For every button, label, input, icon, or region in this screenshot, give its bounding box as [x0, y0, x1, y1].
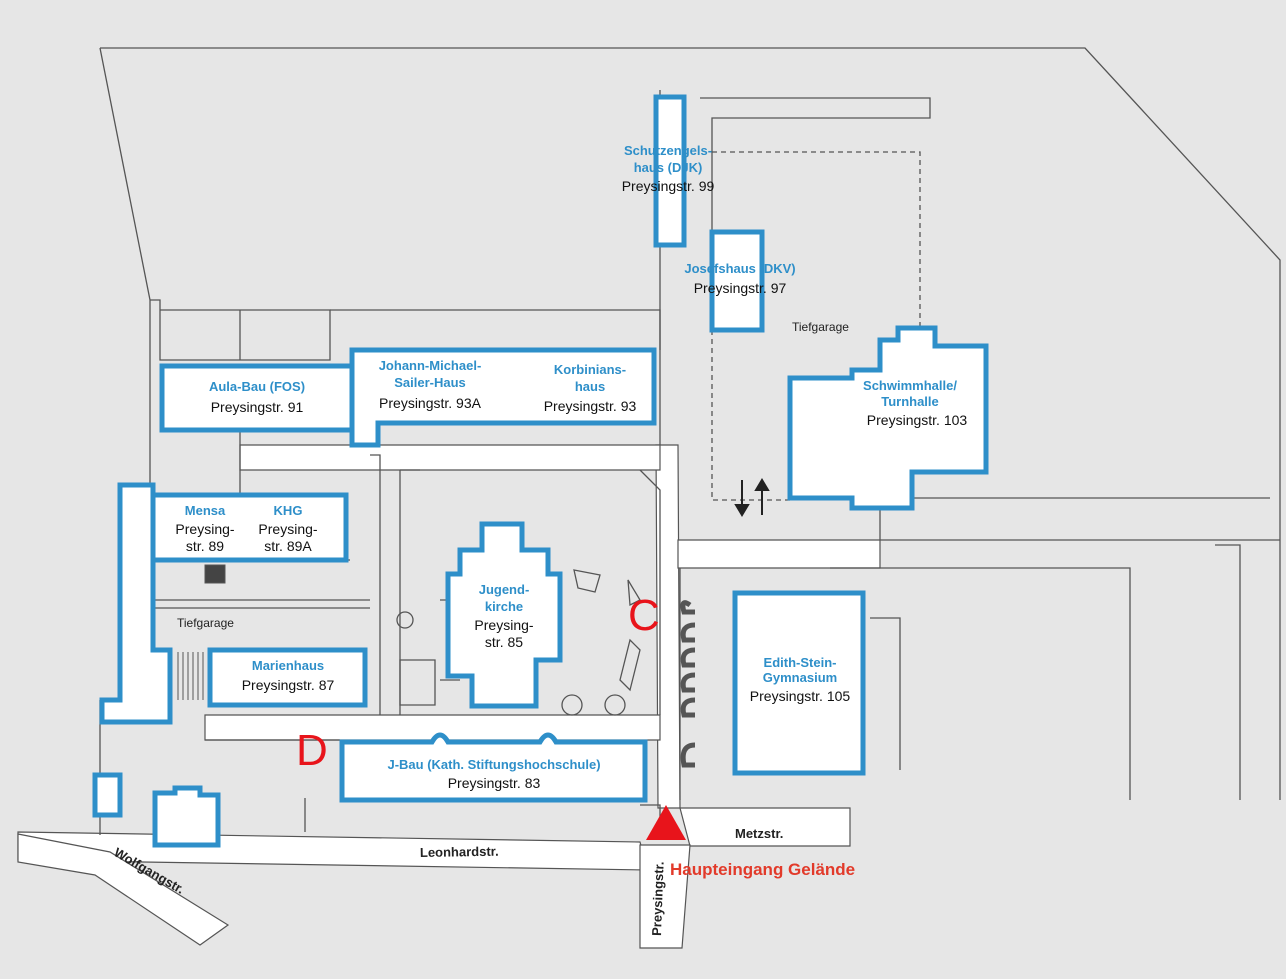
tiefgarage-label-west: Tiefgarage: [177, 616, 234, 630]
building-outlines: [92, 94, 989, 848]
marienhaus-outline: [207, 647, 368, 708]
ramp-markings: [177, 564, 226, 700]
mensa-address-2: str. 89: [186, 538, 224, 554]
schutzengel-name-1: Schutzengels-: [624, 143, 712, 158]
street-label-preysingstr: Preysingstr.: [649, 861, 667, 936]
edith-address: Preysingstr. 105: [750, 688, 851, 704]
entrance-label: Haupteingang Gelände: [670, 860, 855, 879]
jugendkirche-outline: [445, 521, 563, 709]
jbau-outline: [339, 732, 648, 803]
edith-name-1: Edith-Stein-: [764, 655, 837, 670]
west-wing-outline: [99, 482, 173, 725]
street-label-leonhardstr: Leonhardstr.: [420, 844, 499, 860]
jbau-name: J-Bau (Kath. Stiftungshochschule): [387, 757, 600, 772]
khg-name: KHG: [274, 503, 303, 518]
street-label-metzstr: Metzstr.: [735, 826, 783, 841]
schwimmhalle-name-1: Schwimmhalle/: [863, 378, 957, 393]
schwimmhalle-address: Preysingstr. 103: [867, 412, 968, 428]
edith-outline: [732, 590, 866, 776]
edith-curves: [680, 600, 696, 768]
korbinian-name-2: haus: [575, 379, 605, 394]
khg-address-2: str. 89A: [264, 538, 312, 554]
josefshaus-name: Josefshaus (DKV): [684, 261, 795, 276]
schutzengel-outline: [653, 94, 687, 248]
parking-arrows: [734, 478, 770, 517]
josefshaus-address: Preysingstr. 97: [694, 280, 787, 296]
aula-outline: [159, 363, 355, 433]
marienhaus-name: Marienhaus: [252, 658, 324, 673]
mensa-name: Mensa: [185, 503, 226, 518]
schutzengel-address: Preysingstr. 99: [622, 178, 715, 194]
small-house-2: [152, 785, 221, 848]
sailer-address: Preysingstr. 93A: [379, 395, 482, 411]
schwimmhalle-name-2: Turnhalle: [881, 394, 939, 409]
aula-name: Aula-Bau (FOS): [209, 379, 305, 394]
jbau-address: Preysingstr. 83: [448, 775, 541, 791]
marienhaus-address: Preysingstr. 87: [242, 677, 335, 693]
wolfgangstr-road: [17, 833, 230, 946]
inner-road-ns: [655, 444, 681, 809]
jugendkirche-name-2: kirche: [485, 599, 523, 614]
entrance-triangle-icon: [646, 805, 686, 840]
khg-address-1: Preysing-: [258, 521, 317, 537]
sailer-korbinian-outline: [349, 347, 657, 448]
marker-c: C: [628, 591, 660, 640]
inner-road-east: [677, 539, 881, 569]
metzstr-road: [679, 807, 851, 847]
mensa-address-1: Preysing-: [175, 521, 234, 537]
inner-road-south: [204, 714, 661, 741]
josefshaus-outline: [709, 229, 765, 333]
preysingstr-road: [639, 844, 691, 949]
schutzengel-name-2: haus (DJK): [634, 160, 703, 175]
edith-name-2: Gymnasium: [763, 670, 837, 685]
site-outlines: [99, 47, 1281, 840]
korbinian-name-1: Korbinians-: [554, 362, 626, 377]
mensa-khg-outline: [147, 492, 349, 563]
schwimmhalle-outline: [787, 325, 989, 511]
korbinian-address: Preysingstr. 93: [544, 398, 637, 414]
jugendkirche-address-2: str. 85: [485, 634, 523, 650]
small-house-1: [92, 772, 123, 818]
sailer-name-2: Sailer-Haus: [394, 375, 466, 390]
building-labels: Schutzengels- haus (DJK) Preysingstr. 99…: [175, 143, 967, 791]
jugendkirche-address-1: Preysing-: [474, 617, 533, 633]
marker-d: D: [296, 726, 328, 775]
inner-road-ew: [239, 444, 661, 471]
streets: [17, 444, 881, 949]
tiefgarage-label-east: Tiefgarage: [792, 320, 849, 334]
sailer-name-1: Johann-Michael-: [379, 358, 482, 373]
jugendkirche-name-1: Jugend-: [479, 582, 530, 597]
aula-address: Preysingstr. 91: [211, 399, 304, 415]
